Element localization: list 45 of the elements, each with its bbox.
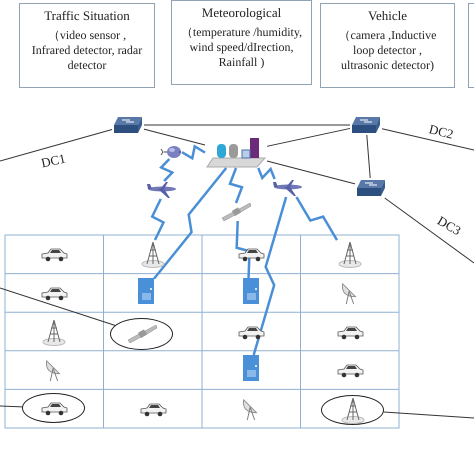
wireless-link	[150, 198, 166, 241]
network-cable	[144, 128, 206, 146]
highlight-ellipse	[22, 393, 85, 423]
wireless-link	[257, 166, 276, 180]
sensor-category-box	[171, 0, 312, 85]
network-cable	[382, 128, 474, 150]
box-description: （video sensor , Infrared detector, radar detector	[30, 28, 144, 73]
highlight-ellipse	[321, 395, 384, 425]
network-switch-icon	[355, 178, 387, 198]
wireless-link	[235, 220, 251, 278]
radio-tower-icon	[337, 240, 363, 268]
airplane-icon	[272, 179, 304, 197]
box-heading: Meteorological	[202, 5, 282, 21]
base-station-icon	[243, 355, 259, 381]
network-cable	[366, 134, 371, 178]
network-cable	[266, 128, 350, 147]
network-cable	[384, 198, 474, 264]
leader-line	[0, 406, 23, 408]
wireless-link	[252, 196, 288, 356]
network-cable	[266, 160, 356, 184]
box-heading: Vehicle	[368, 8, 407, 24]
airplane-icon	[146, 181, 178, 199]
leader-line	[0, 288, 116, 326]
base-station-icon	[243, 278, 259, 304]
box-description: （temperature /humidity, wind speed/dIrection, Rainfall )	[180, 25, 303, 70]
highlight-ellipse	[110, 318, 173, 350]
balloon-icon	[160, 145, 182, 159]
box-description: （camera ,Inductive loop detector , ultrasonic detector)	[338, 28, 438, 73]
network-cable	[144, 124, 350, 126]
sensor-category-box	[19, 3, 155, 88]
wireless-link	[295, 196, 338, 241]
wireless-link	[181, 144, 206, 160]
radio-tower-icon	[141, 240, 165, 268]
sensor-category-box	[320, 3, 455, 88]
wireless-link	[228, 168, 244, 204]
server-cluster-icon	[205, 138, 267, 168]
network-switch-icon	[350, 115, 382, 135]
base-station-icon	[138, 278, 154, 304]
leader-line	[383, 412, 474, 418]
network-switch-icon	[112, 115, 144, 135]
network-cable	[0, 129, 112, 162]
satellite-icon	[220, 203, 252, 221]
box-heading: Traffic Situation	[44, 8, 130, 24]
wireless-link	[153, 167, 228, 280]
wireless-link	[159, 158, 174, 182]
